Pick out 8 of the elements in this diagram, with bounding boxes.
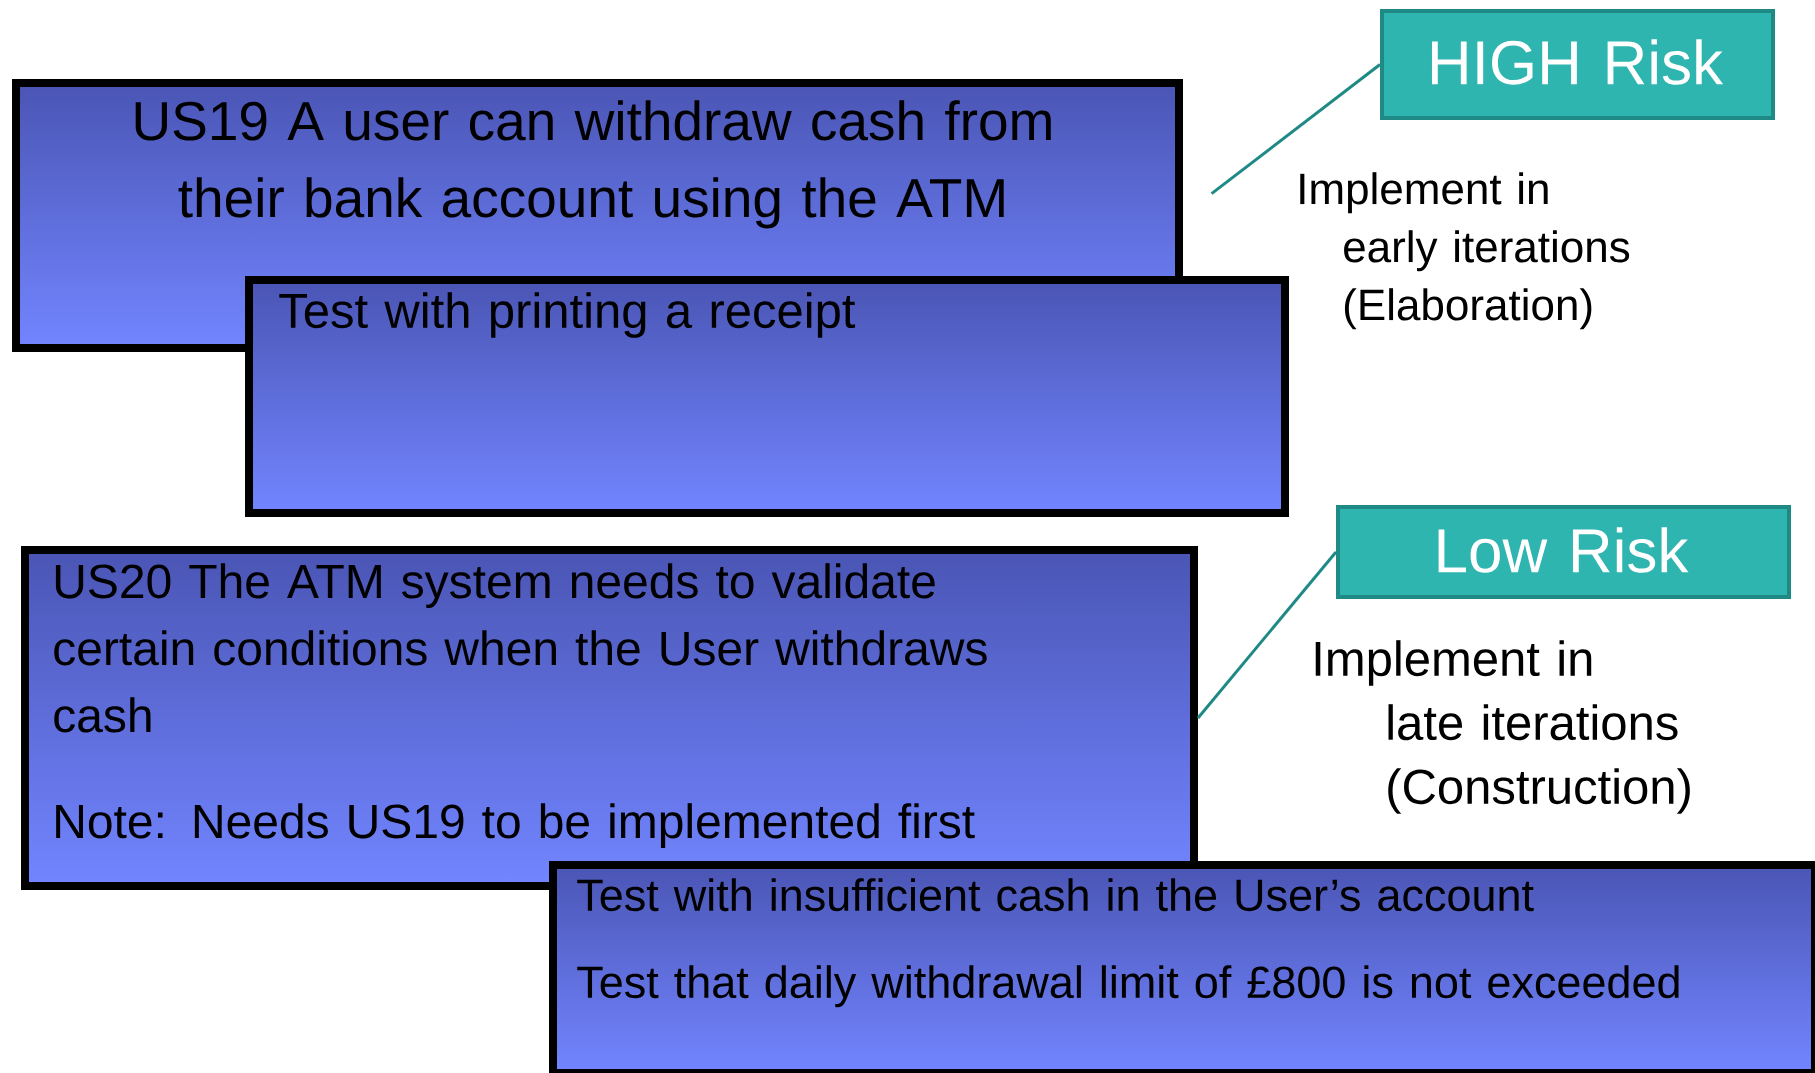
leader-line — [1210, 63, 1381, 195]
note-text: Implement in early iterations (Elaboration) — [1300, 172, 1630, 330]
story-card: Test with printing a receipt — [245, 276, 1289, 517]
leader-line — [1196, 551, 1338, 719]
story-card: Test with insufficient cash in the User’s account Test that daily withdrawal limit of £800 is not exceeded — [549, 861, 1815, 1073]
risk-badge: Low Risk — [1336, 505, 1791, 599]
risk-badge: HIGH Risk — [1380, 9, 1775, 120]
note-text: Implement in late iterations (Construction) — [1315, 640, 1690, 814]
